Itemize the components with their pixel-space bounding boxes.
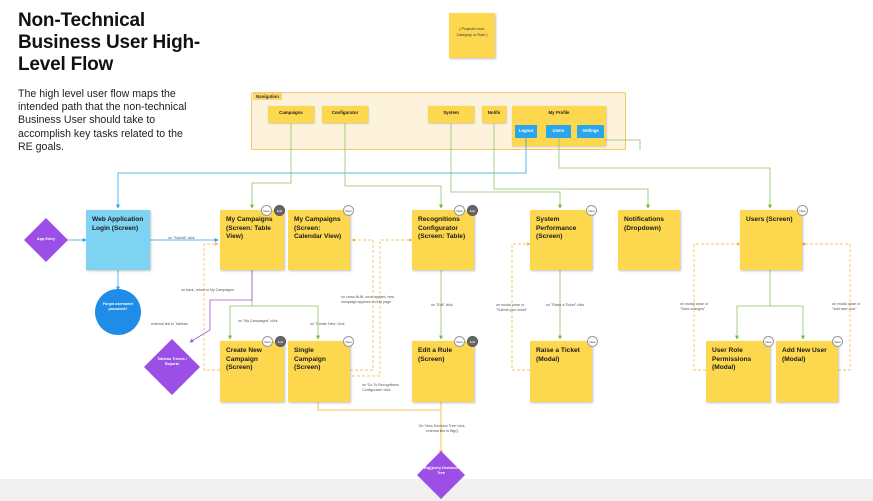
node-user-role-permissions[interactable]: User Role Permissions (Modal): [706, 341, 770, 402]
node-edit-rule-text: Edit a Rule (Screen): [418, 347, 453, 363]
edge-add-return: [801, 242, 851, 371]
edge-tabview-single: [252, 305, 320, 340]
node-system-performance[interactable]: System Performance (Screen): [530, 210, 592, 270]
node-login-text: Web Application Login (Screen): [92, 216, 144, 232]
edge-label-go-to-recognitions: on 'Go To Recognitions Configurator' cli…: [362, 383, 399, 392]
app-entry-label: App Entry: [36, 237, 56, 241]
edge-label-cross-fit: on cross-fit-fill, once applied, new cam…: [341, 295, 395, 304]
edge-tab-tableau: [189, 270, 253, 343]
edge-system-nav: [450, 123, 562, 209]
badge-new: New: [797, 205, 808, 216]
edge-perm-return: [693, 242, 741, 371]
tableau-diamond: [144, 339, 200, 395]
edge-configurator-nav: [344, 123, 443, 209]
edge-label-decision-tree: On 'View Decision Tree' click, external …: [418, 424, 466, 433]
node-raise-ticket[interactable]: Raise a Ticket (Modal): [530, 341, 592, 402]
nav-logout-button[interactable]: Logout: [515, 125, 537, 138]
edge-users-add: [770, 305, 805, 340]
node-add-new-user[interactable]: Add New User (Modal): [776, 341, 838, 402]
badge-edit: Edit: [274, 205, 285, 216]
edge-label-support: on modal close or "Submit your ticket": [496, 303, 528, 312]
node-create-campaign-text: Create New Campaign (Screen): [226, 347, 262, 371]
edge-label-add: on modal close or "Add user now": [832, 302, 861, 311]
edge-users-nav: [558, 138, 772, 209]
badge-edit: Edit: [467, 336, 478, 347]
edge-ticket-return: [511, 242, 531, 371]
legend-note: ( Projects mod. Category or Rule ): [449, 13, 495, 58]
node-create-campaign[interactable]: Create New Campaign (Screen): [220, 341, 284, 402]
forgot-credentials-circle: [95, 289, 141, 335]
bigquery-diamond: [417, 451, 465, 499]
nav-configurator[interactable]: Configurator: [322, 106, 368, 123]
edge-single-config: [317, 402, 441, 411]
badge-new: New: [586, 205, 597, 216]
node-notifications[interactable]: Notifications (Dropdown): [618, 210, 680, 270]
badge-new: New: [454, 205, 465, 216]
node-my-campaigns-calendar[interactable]: My Campaigns (Screen: Calendar View): [288, 210, 350, 270]
badge-new: New: [454, 336, 465, 347]
edge-logout-login: [116, 138, 527, 209]
tableau-label: Tableau Trends / Reports: [157, 357, 187, 366]
edge-label-create-new: on "Create New" click: [310, 322, 345, 326]
badge-edit: Edit: [467, 205, 478, 216]
edge-notifs-nav: [493, 123, 650, 209]
node-login[interactable]: Web Application Login (Screen): [86, 210, 150, 270]
legend-note-text: ( Projects mod. Category or Rule ): [456, 27, 488, 37]
page-description: The high level user flow maps the intend…: [18, 88, 187, 153]
badge-new: New: [587, 336, 598, 347]
node-recognitions-configurator[interactable]: Recognitions Configurator (Screen: Table…: [412, 210, 474, 270]
edge-label-edit-click: on "Edit" click: [431, 303, 453, 307]
node-users-text: Users (Screen): [746, 216, 793, 223]
node-notifications-text: Notifications (Dropdown): [624, 216, 664, 232]
edge-label-save: on modal close or "Save changes": [680, 302, 709, 311]
node-my-campaigns-table-text: My Campaigns (Screen: Table View): [226, 216, 273, 240]
edge-myprofile-notifs: [606, 139, 641, 150]
badge-new: New: [343, 336, 354, 347]
nav-notifs[interactable]: Notifs: [482, 106, 506, 123]
edge-label-tableau: external link to Tableau: [151, 322, 188, 326]
nav-campaigns[interactable]: Campaigns: [268, 106, 314, 123]
badge-new: New: [763, 336, 774, 347]
node-my-campaigns-table[interactable]: My Campaigns (Screen: Table View): [220, 210, 284, 270]
edge-return-single: [350, 238, 374, 371]
badge-new: New: [262, 336, 273, 347]
edge-tabview-create: [228, 270, 253, 340]
node-add-new-user-text: Add New User (Modal): [782, 347, 827, 363]
edge-single-recog: [352, 238, 413, 377]
nav-users-button[interactable]: Users: [546, 125, 571, 138]
forgot-credentials-label: Forgot username/ password?: [102, 302, 134, 311]
node-user-role-permissions-text: User Role Permissions (Modal): [712, 347, 752, 371]
nav-system[interactable]: System: [428, 106, 474, 123]
edge-label-back: on back, return to My Campaigns: [181, 288, 234, 292]
edge-users-perm: [735, 270, 771, 340]
edge-label-my-campaigns: on "My Campaigns" click: [238, 319, 278, 323]
bigquery-label: BigQuery Decision Tree: [424, 466, 458, 475]
node-raise-ticket-text: Raise a Ticket (Modal): [536, 347, 580, 363]
navigation-label: Navigation: [253, 93, 283, 100]
node-recognitions-configurator-text: Recognitions Configurator (Screen: Table…: [418, 216, 466, 240]
node-single-campaign-text: Single Campaign (Screen): [294, 347, 326, 371]
badge-new: New: [261, 205, 272, 216]
nav-settings-button[interactable]: Settings: [577, 125, 604, 138]
edge-return-create: [203, 242, 220, 371]
page-title: Non-Technical Business User High-Level F…: [18, 10, 201, 75]
node-edit-rule[interactable]: Edit a Rule (Screen): [412, 341, 474, 402]
badge-new: New: [832, 336, 843, 347]
edge-campaigns-nav: [250, 123, 292, 209]
edge-label-submit: on "Submit" click: [168, 236, 195, 240]
node-users[interactable]: Users (Screen): [740, 210, 802, 270]
node-my-campaigns-calendar-text: My Campaigns (Screen: Calendar View): [294, 216, 342, 240]
node-single-campaign[interactable]: Single Campaign (Screen): [288, 341, 350, 402]
badge-edit: Edit: [275, 336, 286, 347]
app-entry-diamond: [24, 218, 68, 262]
node-system-performance-text: System Performance (Screen): [536, 216, 577, 240]
badge-new: New: [343, 205, 354, 216]
edge-label-raise-ticket: on "Raise a Ticket" click: [546, 303, 585, 307]
